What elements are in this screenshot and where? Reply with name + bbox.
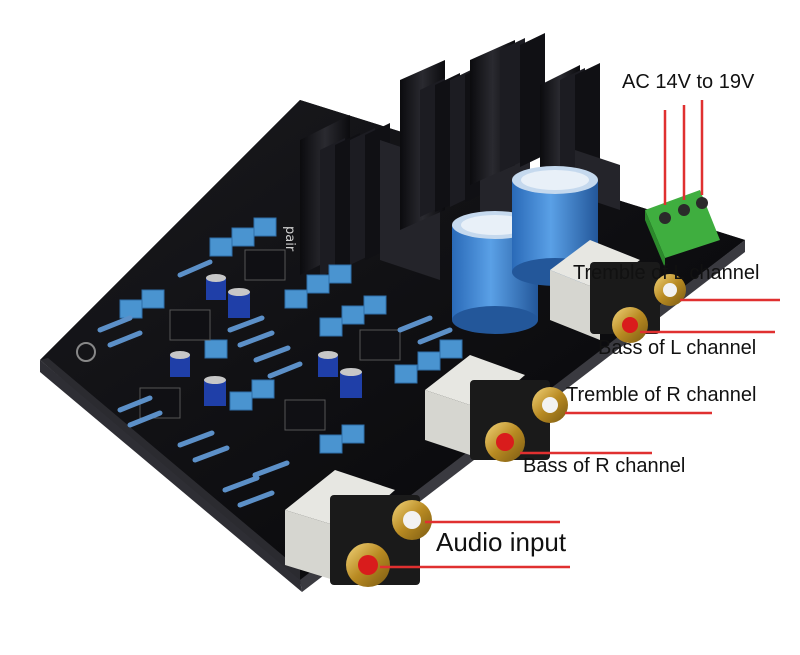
electrolytic-capacitors <box>170 166 598 406</box>
small-capacitor <box>340 368 362 398</box>
op-amp-ics <box>139 249 401 431</box>
ic-chip <box>359 329 401 361</box>
small-capacitor <box>170 351 190 377</box>
small-capacitor <box>318 351 338 377</box>
label-bass-l: Bass of L channel <box>598 337 757 359</box>
ic-chip <box>139 387 181 419</box>
heatsink <box>300 115 440 280</box>
label-ac-input: AC 14V to 19V <box>622 71 755 93</box>
mounting-hole <box>76 342 96 362</box>
rca-block-input <box>285 470 432 587</box>
label-treble-l: Tremble of L channel <box>573 262 760 284</box>
resistors <box>97 259 453 508</box>
ic-chip <box>244 249 286 281</box>
label-bass-r: Bass of R channel <box>523 455 686 477</box>
rca-block-l <box>550 240 686 343</box>
power-terminal <box>645 190 720 268</box>
label-audio-input: Audio input <box>436 527 567 557</box>
small-capacitor <box>206 274 226 300</box>
callout-lines <box>380 100 780 569</box>
small-capacitor <box>228 288 250 318</box>
heatsinks <box>300 33 620 280</box>
heatsink <box>470 33 545 185</box>
small-capacitor <box>204 376 226 406</box>
ic-chip <box>284 399 326 431</box>
silkscreen-text: pair <box>282 226 297 252</box>
label-treble-r: Tremble of R channel <box>566 384 757 406</box>
ic-chip <box>169 309 211 341</box>
film-capacitors <box>119 217 463 454</box>
rca-block-r <box>425 355 568 462</box>
